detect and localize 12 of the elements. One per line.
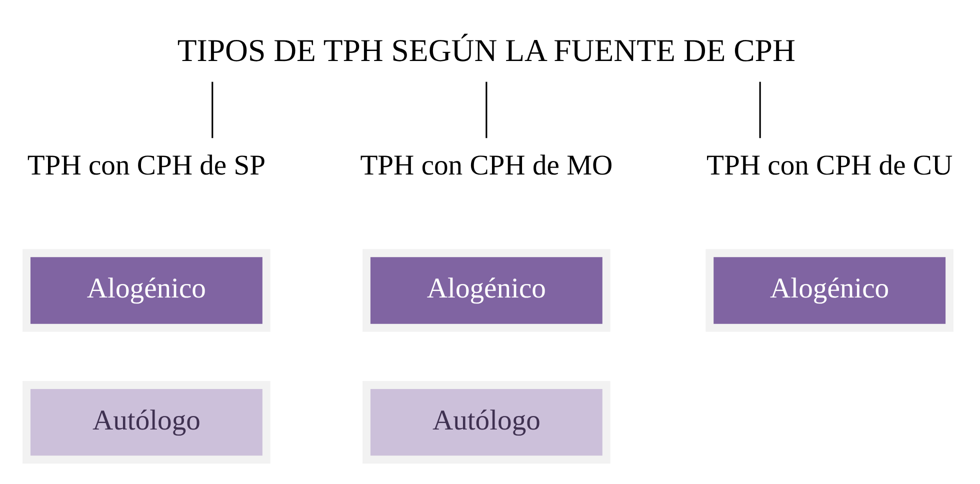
node-box: Autólogo — [362, 381, 610, 464]
node-text: TPH con CPH de MO — [360, 150, 613, 182]
connector — [759, 82, 761, 138]
node-box: Alogénico — [362, 249, 610, 332]
connector — [212, 82, 214, 138]
node-text: TPH con CPH de SP — [27, 150, 266, 182]
node-box: Alogénico — [22, 249, 270, 332]
node-text: TIPOS DE TPH SEGÚN LA FUENTE DE CPH — [177, 32, 796, 68]
connector — [486, 82, 488, 138]
node-text: TPH con CPH de CU — [706, 150, 953, 182]
node-box: Alogénico — [706, 249, 954, 332]
node-box: Autólogo — [22, 381, 270, 464]
